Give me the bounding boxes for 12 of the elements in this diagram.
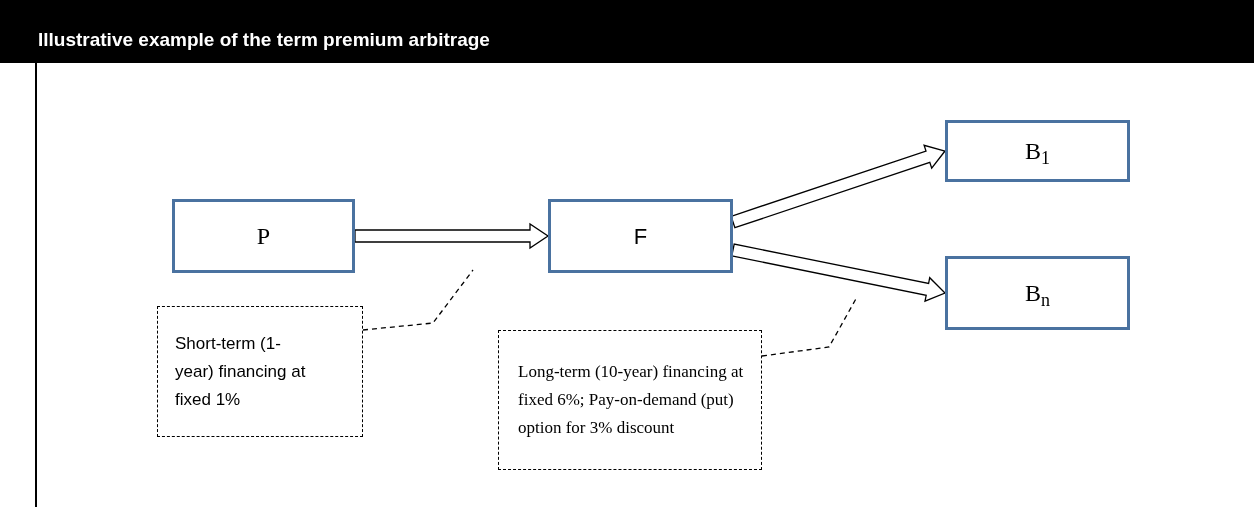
note-box: Short-term (1-year) financing at fixed 1% <box>157 306 363 437</box>
process-box: P <box>172 199 355 273</box>
process-box: B$_{1}$ <box>945 120 1130 182</box>
block-arrow <box>730 144 947 229</box>
note-box: Long-term (10-year) financing at fixed 6%; Pay-on-demand (put) option for 3% discount <box>498 330 762 470</box>
leader-line <box>761 296 858 357</box>
block-arrow <box>354 222 550 250</box>
process-box: F <box>548 199 733 273</box>
process-box: B$_{n}$ <box>945 256 1130 330</box>
leader-line <box>362 269 474 331</box>
title: Illustrative example of the term premium arbitrage <box>38 28 490 53</box>
block-arrow <box>731 243 947 303</box>
